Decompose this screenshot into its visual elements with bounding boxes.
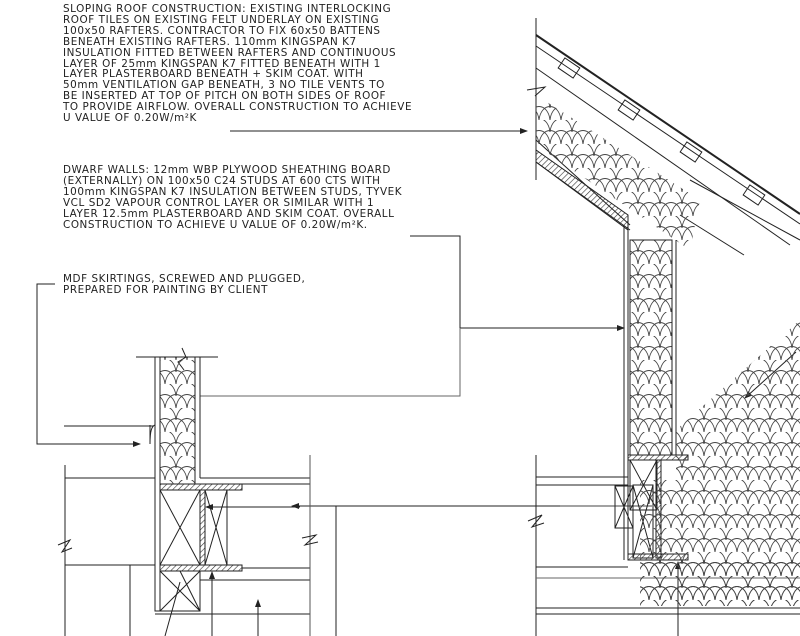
roof-battens: [557, 57, 766, 206]
note-line: CONSTRUCTION TO ACHIEVE U VALUE OF 0.20W…: [63, 219, 368, 231]
sloping-roof-note: SLOPING ROOF CONSTRUCTION: EXISTING INTE…: [63, 4, 413, 125]
note-line: 50mm VENTILATION GAP BENEATH, 3 NO TILE …: [63, 80, 385, 92]
left-dwarf-wall-section: [57, 347, 319, 636]
note-line: PREPARED FOR PAINTING BY CLIENT: [63, 284, 269, 296]
note-line: LAYER PLASTERBOARD BENEATH + SKIM COAT. …: [63, 69, 364, 81]
skirting-note: MDF SKIRTINGS, SCREWED AND PLUGGED,PREPA…: [63, 274, 306, 297]
note-line: BENEATH EXISTING RAFTERS. 110mm KINGSPAN…: [63, 36, 357, 48]
leader-lines: [36, 128, 800, 636]
right-wall-roof-section: [526, 18, 800, 636]
note-line: 100mm KINGSPAN K7 INSULATION BETWEEN STU…: [63, 186, 403, 198]
note-line: U VALUE OF 0.20W/m²K: [63, 113, 197, 125]
note-line: BE INSERTED AT TOP OF PITCH ON BOTH SIDE…: [63, 91, 387, 103]
note-line: DWARF WALLS: 12mm WBP PLYWOOD SHEATHING …: [63, 165, 391, 176]
note-line: VCL SD2 VAPOUR CONTROL LAYER OR SIMILAR …: [63, 197, 375, 209]
dwarf-walls-note: DWARF WALLS: 12mm WBP PLYWOOD SHEATHING …: [63, 165, 403, 231]
note-line: MDF SKIRTINGS, SCREWED AND PLUGGED,: [63, 274, 306, 285]
note-line: INSULATION FITTED BETWEEN RAFTERS AND CO…: [63, 47, 397, 59]
skirting-leader: [36, 283, 141, 447]
note-line: SLOPING ROOF CONSTRUCTION: EXISTING INTE…: [63, 4, 392, 15]
dwarf-walls-leader: [410, 235, 625, 331]
note-line: (EXTERNALLY) ON 100x50 C24 STUDS AT 600 …: [63, 175, 381, 187]
note-line: ROOF TILES ON EXISTING FELT UNDERLAY ON …: [63, 14, 380, 26]
note-line: LAYER 12.5mm PLASTERBOARD AND SKIM COAT.…: [63, 208, 395, 220]
note-line: TO PROVIDE AIRFLOW. OVERALL CONSTRUCTION…: [63, 102, 413, 114]
note-line: 100x50 RAFTERS. CONTRACTOR TO FIX 60x50 …: [63, 25, 381, 37]
note-line: LAYER OF 25mm KINGSPAN K7 FITTED BENEATH…: [63, 58, 381, 70]
